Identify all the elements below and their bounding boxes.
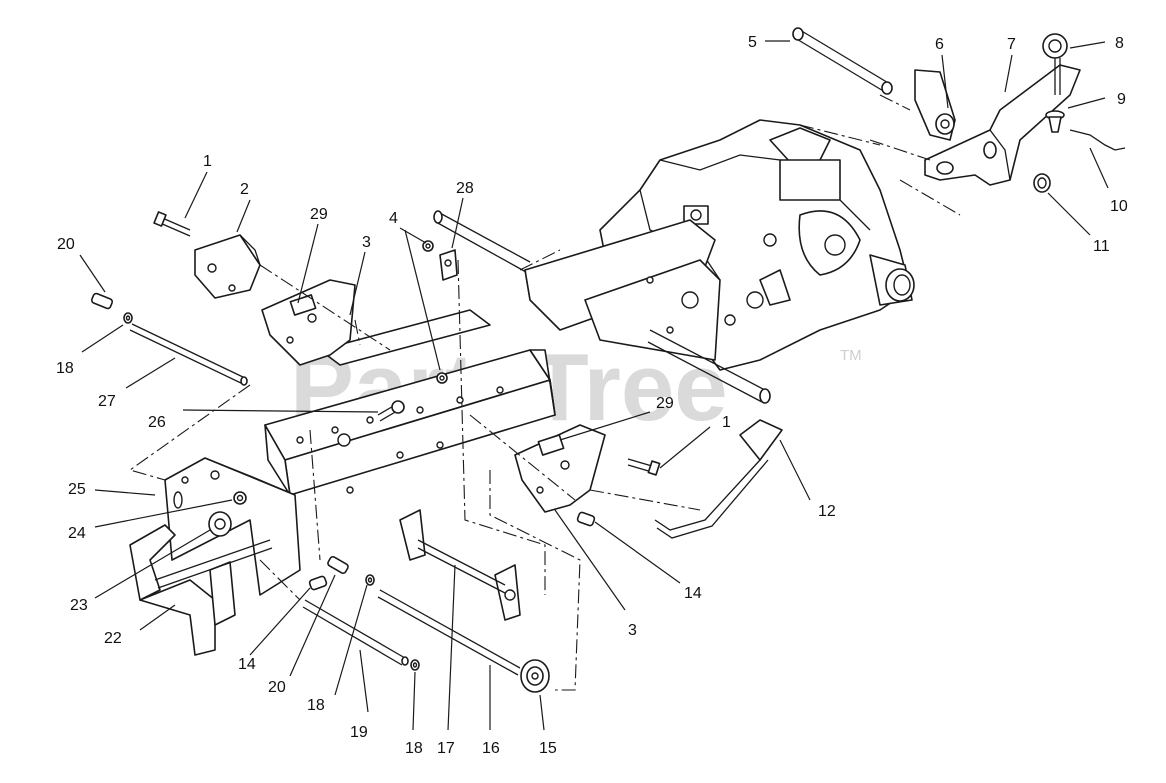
part-16-rod[interactable] — [377, 589, 521, 676]
part-19-rod[interactable] — [302, 599, 409, 666]
callout-29-right: 29 — [656, 395, 674, 412]
callout-17: 17 — [437, 740, 455, 757]
callout-14-left: 14 — [238, 656, 256, 673]
part-28-bracket[interactable] — [439, 249, 458, 281]
callout-28: 28 — [456, 180, 474, 197]
frame-rods — [433, 210, 771, 404]
callout-11: 11 — [1093, 238, 1110, 255]
part-17-bracket[interactable] — [399, 509, 521, 621]
part-26-bolt[interactable] — [377, 400, 405, 422]
callout-19: 19 — [350, 724, 368, 741]
callout-3-upper: 3 — [362, 234, 371, 251]
part-14-spacer-left[interactable] — [308, 575, 328, 591]
part-22-bracket[interactable] — [129, 524, 273, 656]
part-12-handle[interactable] — [654, 419, 783, 539]
part-18-washer-lower[interactable] — [365, 574, 375, 586]
watermark-trademark: TM — [840, 347, 862, 364]
part-8-eye-bolt[interactable] — [1042, 33, 1068, 95]
callout-10: 10 — [1110, 198, 1128, 215]
callout-1-upper: 1 — [203, 153, 212, 170]
part-23-spacer[interactable] — [208, 511, 232, 537]
callout-2: 2 — [240, 181, 249, 198]
leader-lines — [79, 40, 1109, 731]
part-6-hitch-plate[interactable] — [914, 69, 956, 141]
callout-3-lower: 3 — [628, 622, 637, 639]
part-9-bushing[interactable] — [1045, 110, 1065, 133]
callout-20-left: 20 — [57, 236, 75, 253]
callout-20-lower: 20 — [268, 679, 286, 696]
part-25-bracket[interactable] — [164, 457, 301, 596]
callout-8: 8 — [1115, 35, 1124, 52]
callout-4: 4 — [389, 210, 398, 227]
callout-6: 6 — [935, 36, 944, 53]
callout-7: 7 — [1007, 36, 1016, 53]
part-1-bolt-upper[interactable] — [153, 211, 191, 237]
callout-22: 22 — [104, 630, 122, 647]
callout-18-bottom: 18 — [405, 740, 423, 757]
part-4-nut-lower[interactable] — [436, 372, 448, 384]
callout-16: 16 — [482, 740, 500, 757]
part-4-nut-upper[interactable] — [422, 240, 434, 252]
part-18-washer-bottom[interactable] — [410, 659, 420, 671]
callout-26: 26 — [148, 414, 166, 431]
callout-24: 24 — [68, 525, 86, 542]
part-29-bolt-right[interactable] — [627, 458, 661, 476]
callout-12: 12 — [818, 503, 836, 520]
part-20-spring-left[interactable] — [90, 292, 114, 310]
assembly-lines — [128, 94, 961, 691]
part-14-spacer-right[interactable] — [576, 511, 596, 527]
callout-23: 23 — [70, 597, 88, 614]
part-15-wheel[interactable] — [520, 659, 550, 693]
callout-14-right: 14 — [684, 585, 702, 602]
part-7-hitch[interactable] — [924, 64, 1081, 186]
callout-15: 15 — [539, 740, 557, 757]
part-10-hairpin[interactable] — [1069, 129, 1126, 151]
part-5-pin[interactable] — [792, 27, 893, 95]
frame-rail-upper[interactable] — [524, 219, 721, 361]
callout-25: 25 — [68, 481, 86, 498]
callout-9: 9 — [1117, 91, 1126, 108]
callout-29-upper: 29 — [310, 206, 328, 223]
callout-18-middle: 18 — [307, 697, 325, 714]
part-27-rod[interactable] — [129, 323, 248, 386]
part-2-bracket[interactable] — [194, 234, 261, 299]
callout-18-left: 18 — [56, 360, 74, 377]
part-3-plate-right[interactable] — [514, 424, 606, 513]
part-11-retaining-ring[interactable] — [1033, 173, 1051, 193]
part-18-washer-left[interactable] — [123, 312, 133, 324]
channel-upper-rail[interactable] — [319, 309, 491, 366]
part-29-plate-upper[interactable] — [261, 279, 356, 366]
callouts: 1 2 3 4 5 6 7 8 9 10 11 12 14 14 15 16 1… — [56, 34, 1128, 757]
part-24-nut[interactable] — [233, 491, 247, 505]
callout-5: 5 — [748, 34, 757, 51]
callout-1-right: 1 — [722, 414, 731, 431]
part-20-spring-lower[interactable] — [327, 555, 349, 575]
callout-27: 27 — [98, 393, 116, 410]
